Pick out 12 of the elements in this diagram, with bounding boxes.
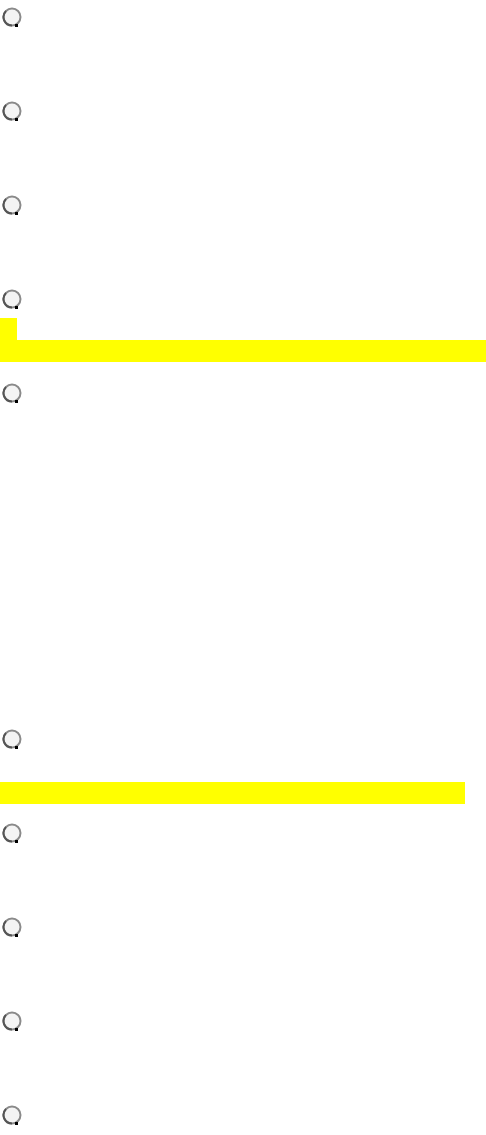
radio-button: [2, 7, 22, 27]
radio-button: [2, 1011, 22, 1031]
highlight-bar: [0, 782, 465, 804]
radio-button: [2, 289, 22, 309]
radio-button: [2, 823, 22, 843]
radio-button: [2, 101, 22, 121]
radio-button: [2, 729, 22, 749]
radio-button: [2, 383, 22, 403]
highlight-bar: [0, 318, 486, 362]
radio-button: [2, 1105, 22, 1125]
radio-button: [2, 195, 22, 215]
radio-button: [2, 917, 22, 937]
